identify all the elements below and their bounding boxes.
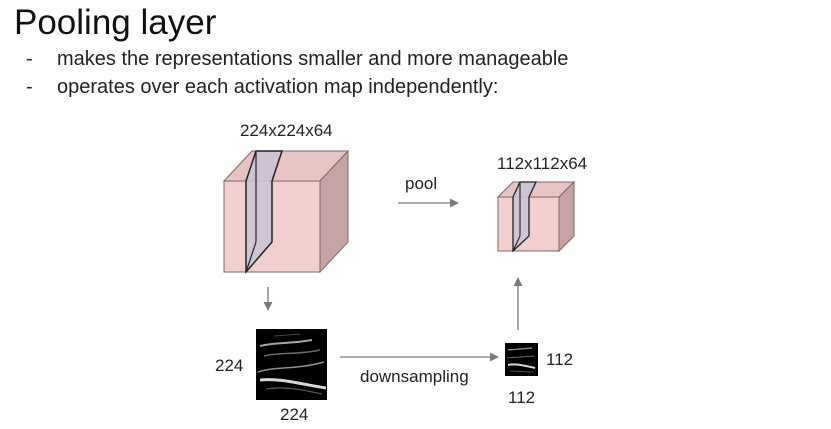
bullet-list: - makes the representations smaller and … [26,45,568,101]
output-volume-label: 112x112x64 [497,154,588,173]
slice-edge [245,241,257,273]
downsampling-label: downsampling [360,367,469,386]
input-activation-map-image [256,329,327,400]
bullet-dash: - [26,48,33,70]
output-map-height-label: 112 [546,350,574,369]
bullet-item: - operates over each activation map inde… [26,73,568,101]
bullet-text: operates over each activation map indepe… [57,76,499,98]
slide-title: Pooling layer [14,3,217,42]
input-map-height-label: 224 [215,356,244,375]
input-volume-label: 224x224x64 [240,121,333,140]
bullet-dash: - [26,76,33,98]
output-map-width-label: 112 [508,388,536,407]
bullet-text: makes the representations smaller and mo… [57,48,569,70]
pool-label: pool [405,174,438,193]
input-volume-cube [222,149,350,275]
output-activation-map-image [505,343,538,376]
bullet-item: - makes the representations smaller and … [26,45,568,73]
output-volume-cube [496,180,576,253]
input-map-width-label: 224 [280,405,309,424]
slice-edge [512,235,521,252]
